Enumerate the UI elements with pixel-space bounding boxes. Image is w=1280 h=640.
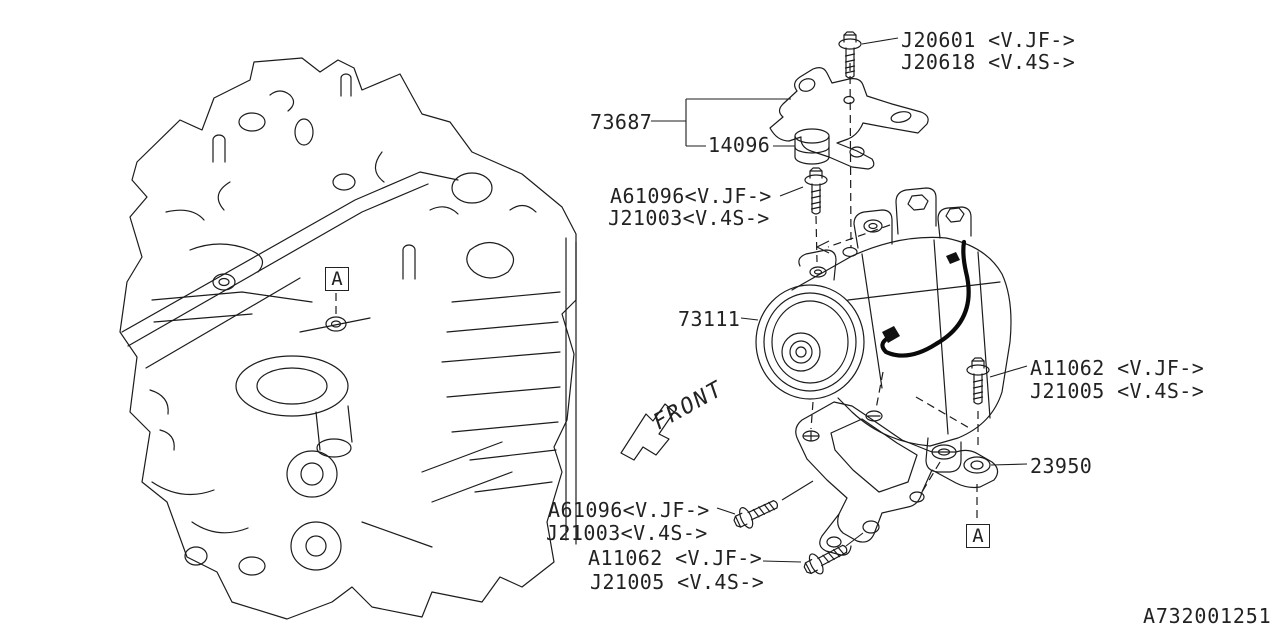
bolt-icon-upper bbox=[804, 167, 828, 215]
leader-lines bbox=[651, 37, 1028, 563]
bolt-icon-top bbox=[838, 31, 862, 79]
harness-clip bbox=[946, 252, 960, 264]
detail-marker-a-bracket: A bbox=[966, 524, 990, 548]
detail-marker-a-engine: A bbox=[325, 267, 349, 291]
alignment-dashed-lines bbox=[335, 62, 979, 520]
callout-top-bolt-line1: J20601 <V.JF-> bbox=[901, 28, 1076, 52]
callout-lower-bracket: 23950 bbox=[1030, 454, 1093, 478]
callout-right-bolt-line1: A11062 <V.JF-> bbox=[1030, 356, 1205, 380]
callout-top-bolt-line2: J20618 <V.4S-> bbox=[901, 50, 1076, 74]
callout-right-bolt-line2: J21005 <V.4S-> bbox=[1030, 379, 1205, 403]
engine-block-drawing bbox=[119, 57, 577, 620]
bolt-icon-bottom bbox=[799, 537, 853, 580]
callout-cushion: 14096 bbox=[708, 133, 771, 157]
upper-bracket-drawing bbox=[769, 67, 929, 170]
harness-wire bbox=[880, 239, 971, 358]
drawing-number: A732001251 bbox=[1143, 604, 1272, 628]
callout-compressor: 73111 bbox=[678, 307, 741, 331]
callout-upper-bracket: 73687 bbox=[590, 110, 653, 134]
callout-bottom-bolt-line2: J21005 <V.4S-> bbox=[590, 570, 765, 594]
callout-lower-left-bolt-line2: J21003<V.4S-> bbox=[546, 521, 708, 545]
harness-connector bbox=[882, 326, 900, 343]
callout-bottom-bolt-line1: A11062 <V.JF-> bbox=[588, 546, 763, 570]
alignment-arrowhead bbox=[815, 240, 830, 254]
bolt-icon-lower-left bbox=[730, 492, 783, 534]
callout-upper-bolt-line1: A61096<V.JF-> bbox=[610, 184, 772, 208]
front-arrow-icon bbox=[620, 403, 675, 461]
lower-bracket-drawing bbox=[795, 401, 999, 556]
callout-lower-left-bolt-line1: A61096<V.JF-> bbox=[548, 498, 710, 522]
callout-upper-bolt-line2: J21003<V.4S-> bbox=[608, 206, 770, 230]
cushion-drawing bbox=[794, 128, 830, 165]
compressor-drawing bbox=[755, 187, 1012, 473]
